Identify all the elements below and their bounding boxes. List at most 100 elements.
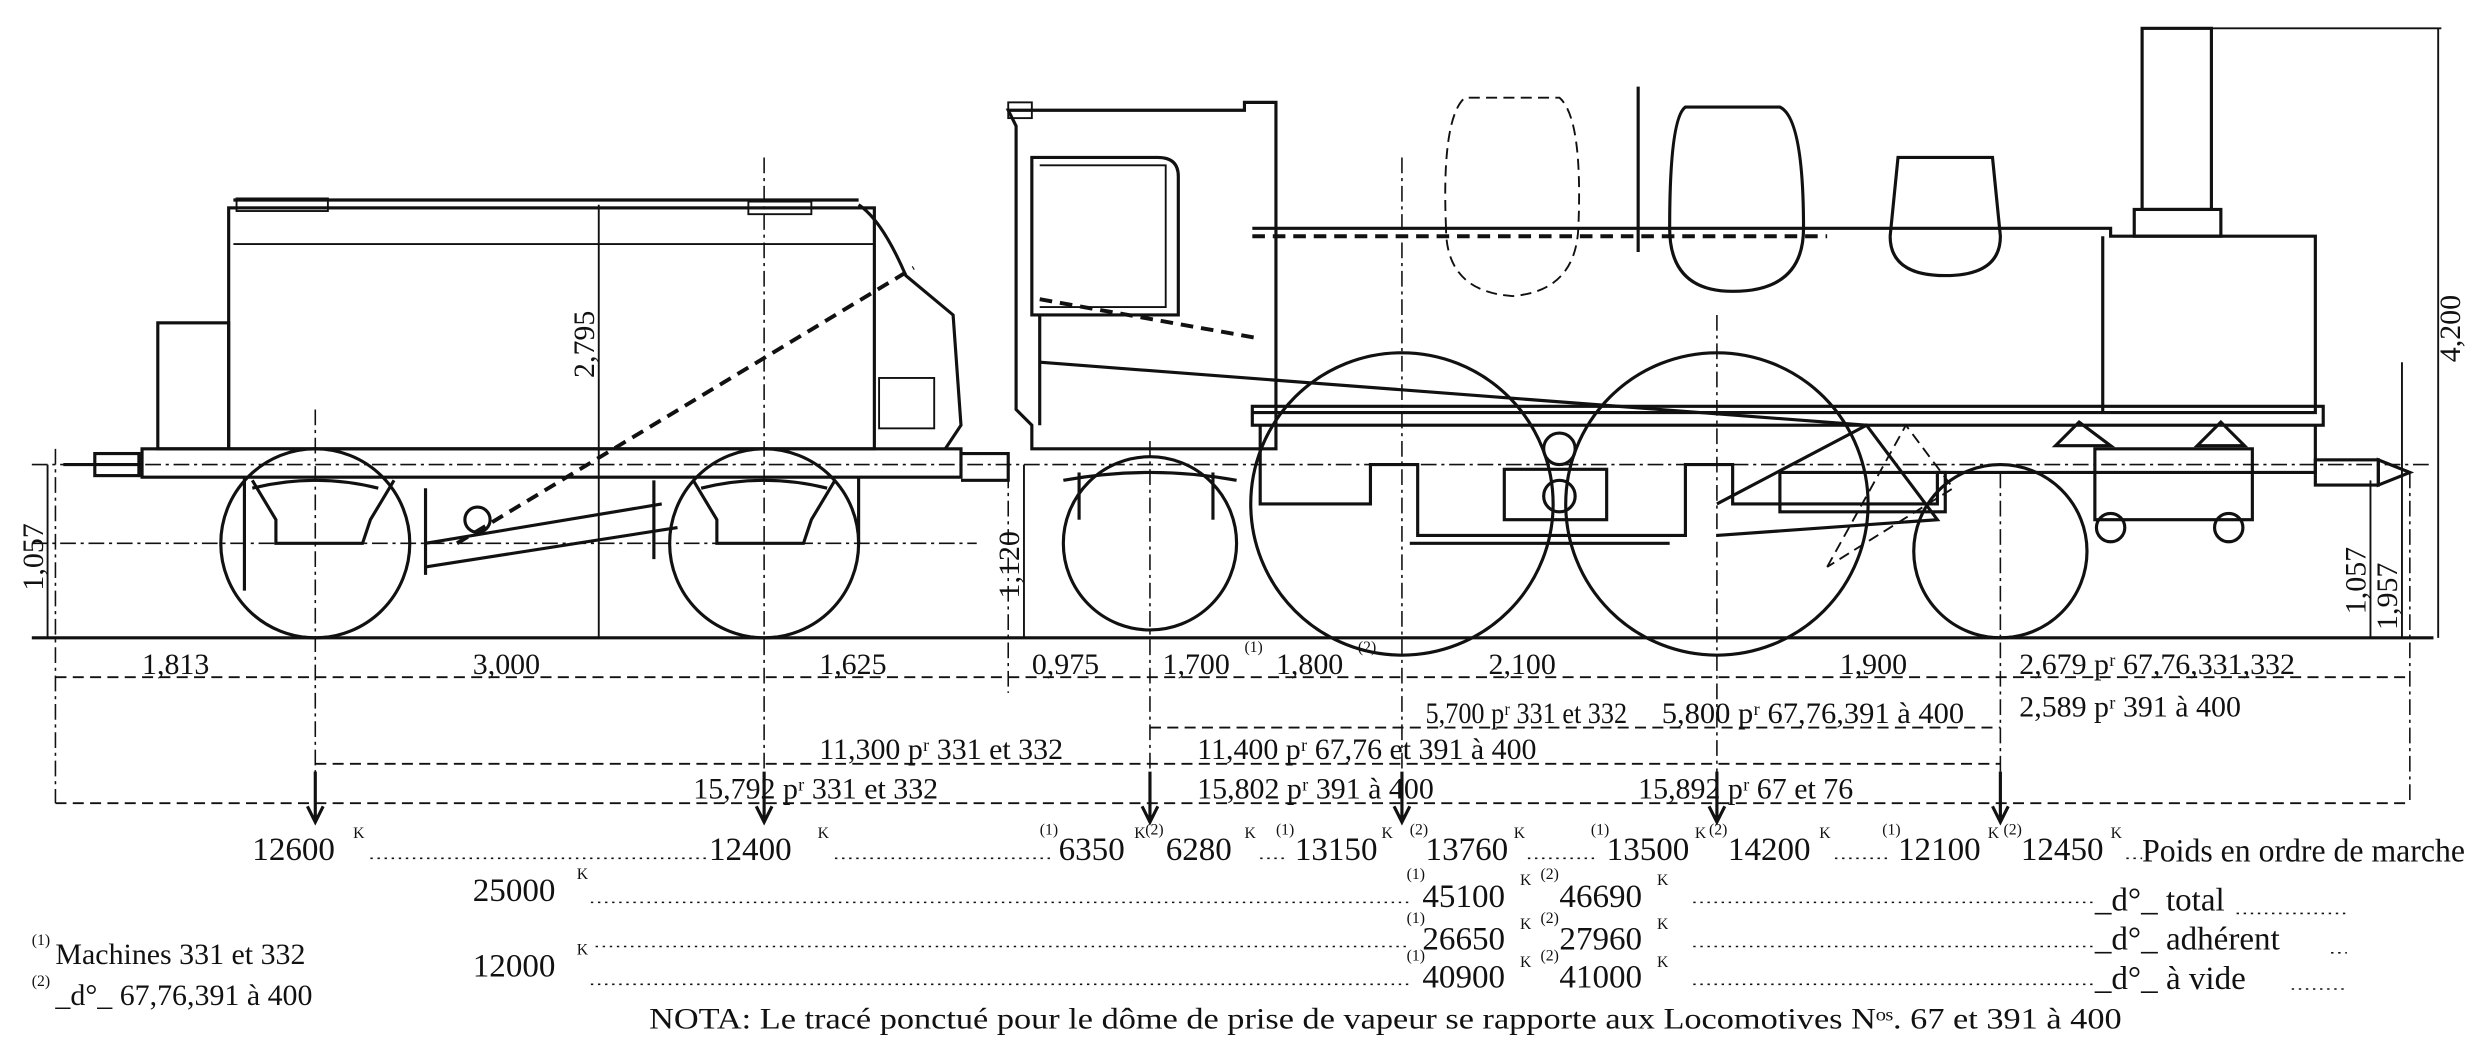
dim-11300: 11,300 pʳ 331 et 332 xyxy=(819,733,1063,766)
dim-1800: 1,800 xyxy=(1276,648,1343,681)
dim-2100: 2,100 xyxy=(1489,648,1556,681)
weight-note: (1) xyxy=(1591,822,1609,839)
dim-1625: 1,625 xyxy=(819,648,886,681)
dim-11400: 11,400 pʳ 67,76 et 391 à 400 xyxy=(1197,733,1536,766)
dim-5800: 5,800 pʳ 67,76,391 à 400 xyxy=(1662,697,1964,730)
drawbar xyxy=(960,451,1010,482)
locomotive xyxy=(1005,26,2415,657)
tender-coal-plate xyxy=(857,203,963,450)
weight-row-adherent: (1) 26650 K (2) 27960 K _d°_ adhérent xyxy=(1407,910,2280,958)
weight-unit: K xyxy=(1695,825,1707,842)
dim-0975: 0,975 xyxy=(1032,648,1099,681)
weight-unit: K xyxy=(1520,872,1532,889)
weight-unit: K xyxy=(1520,916,1532,933)
buffer-beam xyxy=(2093,447,2254,522)
dim-loco-buffer-rear: 1,120 xyxy=(993,531,1026,598)
label-poids-total: _d°_ total xyxy=(2094,882,2225,918)
weight-value: 12450 xyxy=(2021,832,2104,868)
axle-center-lines xyxy=(54,157,2411,804)
weight-unit: K xyxy=(1657,954,1669,971)
dim-15802: 15,802 pʳ 391 à 400 xyxy=(1197,772,1434,805)
dim-1813: 1,813 xyxy=(142,648,209,681)
footnote-mark: (2) xyxy=(32,973,50,990)
dim-1800-note: (2) xyxy=(1358,639,1376,656)
weight-value: 6350 xyxy=(1059,832,1125,868)
cab-window xyxy=(1030,155,1180,317)
dimension-lines xyxy=(46,27,2442,805)
weight-note: (1) xyxy=(1040,822,1058,839)
dim-3000: 3,000 xyxy=(473,648,540,681)
weight-value: 14200 xyxy=(1728,832,1811,868)
running-board xyxy=(1250,404,2325,427)
weight-note: (1) xyxy=(1407,866,1425,883)
dim-tender-buffer: 1,057 xyxy=(17,523,50,590)
dim-tender-height: 2,795 xyxy=(568,311,601,378)
steam-dome xyxy=(1668,105,1806,293)
dim-5700: 5,700 pʳ 331 et 332 xyxy=(1426,697,1628,730)
footnote-text: _d°_ 67,76,391 à 400 xyxy=(54,979,312,1012)
weight-value: 13500 xyxy=(1607,832,1690,868)
weight-unit: K xyxy=(577,866,589,883)
dim-2679: 2,679 pʳ 67,76,331,332 xyxy=(2019,648,2295,681)
horizontal-dimensions: 1,813 3,000 1,625 0,975 1,700 (1) 1,800 … xyxy=(142,639,2295,805)
weight-value: 12100 xyxy=(1898,832,1981,868)
weight-unit: K xyxy=(2111,825,2123,842)
cab xyxy=(1005,100,1278,451)
weight-unit: K xyxy=(1134,825,1146,842)
weight-unit: K xyxy=(1657,872,1669,889)
weight-note: (2) xyxy=(2004,822,2022,839)
weight-row-vide: 12000 K (1) 40900 K (2) 41000 K _d°_ à v… xyxy=(473,941,2246,997)
weight-value: 45100 xyxy=(1422,879,1505,915)
sand-dome xyxy=(1888,155,2002,278)
front-buffer xyxy=(2376,457,2415,488)
brake-pivot xyxy=(463,505,492,534)
weight-unit: K xyxy=(1520,954,1532,971)
weight-value: 26650 xyxy=(1422,922,1505,958)
weight-value: 12400 xyxy=(709,832,792,868)
weight-note: (2) xyxy=(1145,822,1163,839)
footnote-mark: (1) xyxy=(32,932,50,949)
weight-row-total: 25000 K (1) 45100 K (2) 46690 K _d°_ tot… xyxy=(473,866,2225,918)
weight-note: (2) xyxy=(1541,948,1559,965)
dim-1900: 1,900 xyxy=(1840,648,1907,681)
weights-table: 12600 K 12400 K (1) 6350 K (2) 6280 K (1… xyxy=(252,822,2465,997)
reach-rod xyxy=(1039,360,1867,427)
tender xyxy=(63,197,1010,640)
chimney xyxy=(2140,26,2213,212)
brake-rod-dashed xyxy=(456,266,915,546)
weight-value: 6280 xyxy=(1166,832,1232,868)
axlebox xyxy=(1502,467,1609,522)
weight-row-marche: 12600 K 12400 K (1) 6350 K (2) 6280 K (1… xyxy=(252,822,2465,870)
dim-2589: 2,589 pʳ 391 à 400 xyxy=(2019,691,2241,724)
weight-note: (1) xyxy=(1276,822,1294,839)
load-arrows xyxy=(306,771,2010,826)
weight-note: (2) xyxy=(1709,822,1727,839)
brake-rod xyxy=(425,526,678,569)
weight-note: (1) xyxy=(1407,948,1425,965)
label-poids-marche: Poids en ordre de marche xyxy=(2142,833,2465,869)
weight-note: (2) xyxy=(1541,910,1559,927)
weight-value: 41000 xyxy=(1559,959,1642,995)
vertical-dimensions: 2,795 1,057 1,120 1,057 1,957 4,200 xyxy=(17,295,2467,630)
main-frame xyxy=(1258,425,2317,538)
dim-total-height: 4,200 xyxy=(2434,295,2467,362)
weight-value: 25000 xyxy=(473,873,556,909)
weight-note: (2) xyxy=(1541,866,1559,883)
weight-unit: K xyxy=(1819,825,1831,842)
weight-unit: K xyxy=(1514,825,1526,842)
weight-unit: K xyxy=(1244,825,1256,842)
dim-1700-note: (1) xyxy=(1244,639,1262,656)
steam-dome-dashed xyxy=(1444,96,1581,298)
tool-box xyxy=(156,321,231,451)
dim-15792: 15,792 pʳ 331 et 332 xyxy=(693,772,938,805)
weight-unit: K xyxy=(818,825,830,842)
weight-value: 13150 xyxy=(1295,832,1378,868)
dim-1700: 1,700 xyxy=(1163,648,1230,681)
dim-15892: 15,892 pʳ 67 et 76 xyxy=(1638,772,1853,805)
weight-value: 46690 xyxy=(1559,879,1642,915)
weight-value: 13760 xyxy=(1426,832,1509,868)
weight-unit: K xyxy=(353,825,365,842)
weight-unit: K xyxy=(1657,916,1669,933)
footnote-text: Machines 331 et 332 xyxy=(55,938,305,971)
